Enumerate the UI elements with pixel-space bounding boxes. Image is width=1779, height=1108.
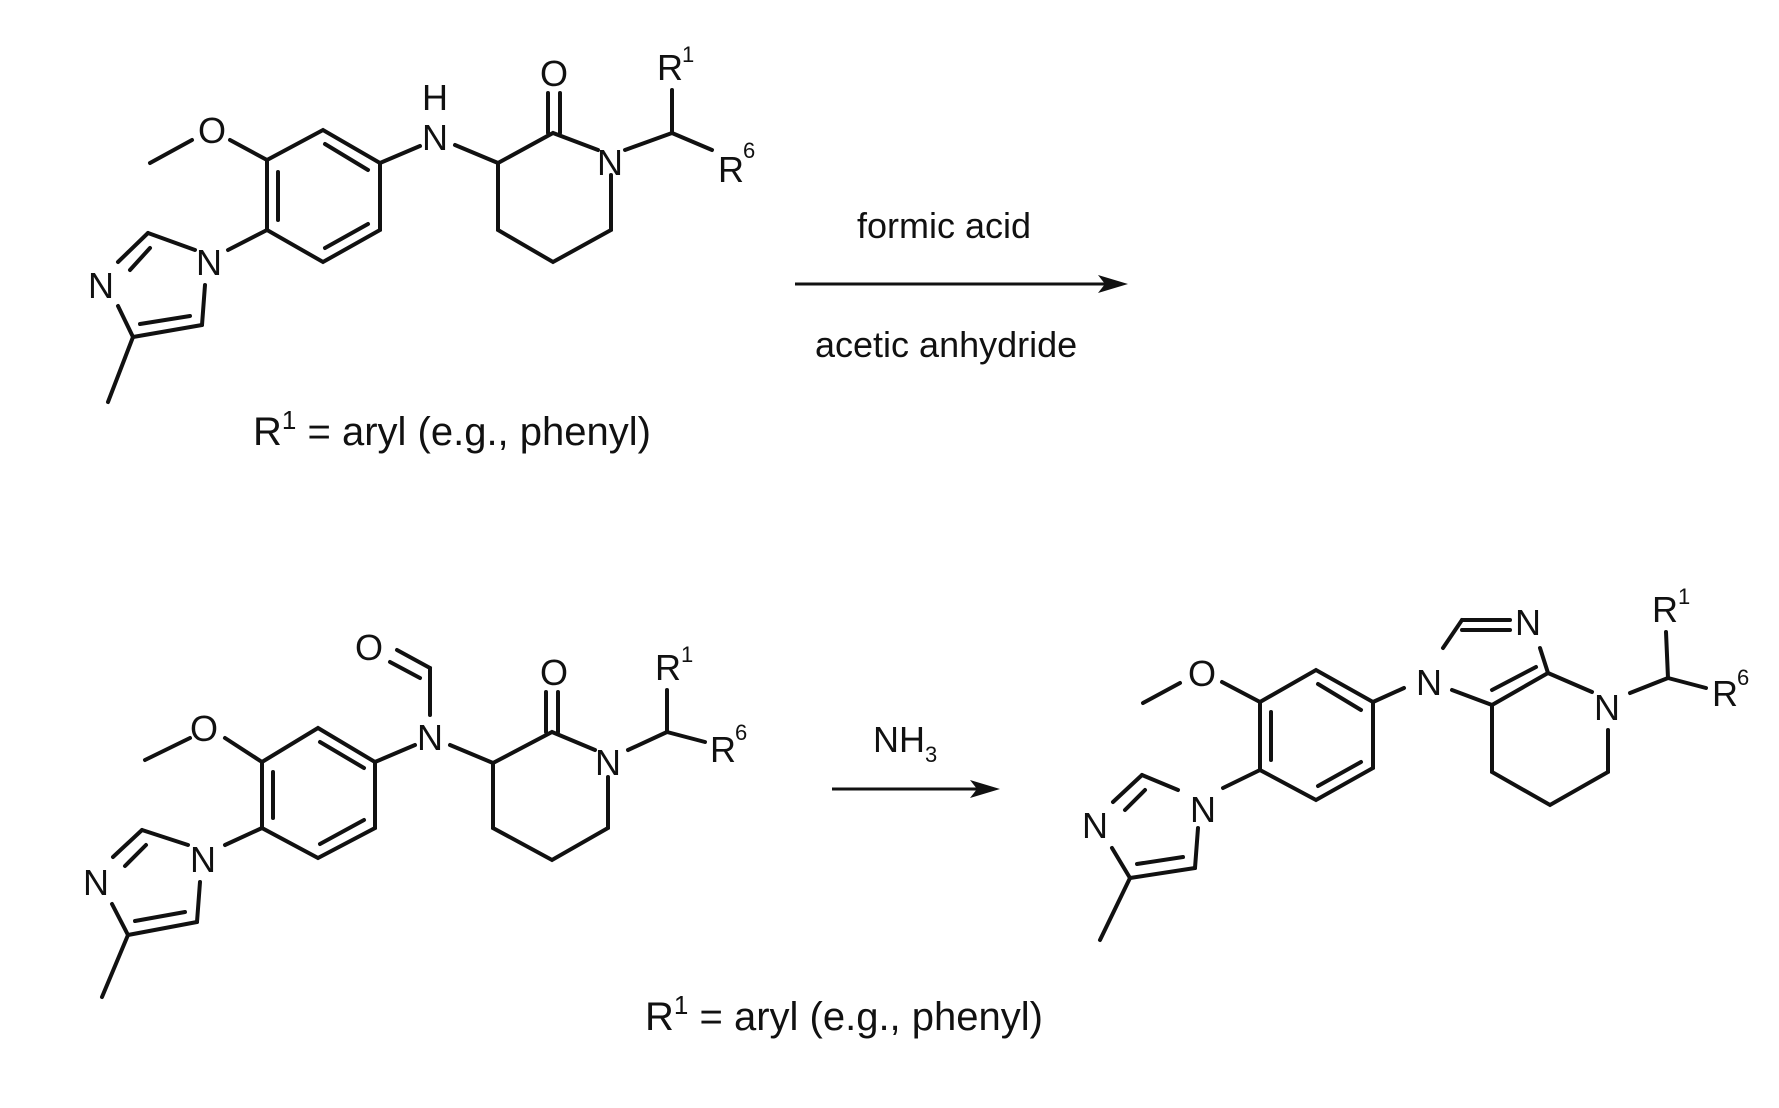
caption-step2: R1 = aryl (e.g., phenyl) xyxy=(645,990,1043,1039)
r1-label: R xyxy=(657,47,683,88)
product-imidazole-n1-label: N xyxy=(1190,789,1216,830)
reaction-arrow-1: formic acid acetic anhydride xyxy=(795,205,1128,365)
arrow-head-icon xyxy=(1098,275,1128,293)
reaction-arrow-2: NH3 xyxy=(832,719,1000,798)
product-fused-n1-label: N xyxy=(1416,662,1442,703)
product-r6-superscript: 6 xyxy=(1737,665,1749,690)
formyl-nitrogen-label: N xyxy=(417,717,443,758)
product-methoxy-oxygen-label: O xyxy=(1188,653,1216,694)
lactam-oxygen-label: O xyxy=(540,53,568,94)
intermediate-lactam-nitrogen-label: N xyxy=(595,742,621,783)
reagent-ammonia: NH3 xyxy=(873,719,937,767)
intermediate-imidazole-n3-label: N xyxy=(83,862,109,903)
caption-step1: R1 = aryl (e.g., phenyl) xyxy=(253,405,651,454)
intermediate-methoxy-oxygen-label: O xyxy=(190,708,218,749)
intermediate-r6-superscript: 6 xyxy=(735,720,747,745)
r6-superscript: 6 xyxy=(743,138,755,163)
r6-label: R xyxy=(718,149,744,190)
product-fused-n4-label: N xyxy=(1594,687,1620,728)
intermediate-r6-label: R xyxy=(710,729,736,770)
formyl-oxygen-label: O xyxy=(355,627,383,668)
arrow-head-icon xyxy=(970,780,1000,798)
reagent-acetic-anhydride: acetic anhydride xyxy=(815,324,1077,365)
intermediate-imidazole-n1-label: N xyxy=(190,839,216,880)
product-fused-n3-label: N xyxy=(1515,602,1541,643)
methoxy-oxygen-label: O xyxy=(198,110,226,151)
lactam-nitrogen-label: N xyxy=(597,142,623,183)
starting-material-structure: O N H O N R 1 R 6 N N xyxy=(88,42,755,404)
amine-hydrogen-label: H xyxy=(422,77,448,118)
product-r1-superscript: 1 xyxy=(1678,584,1690,609)
imidazole-n3-label: N xyxy=(88,265,114,306)
formyl-intermediate-structure: O N O O N R 1 R 6 N N xyxy=(83,627,747,999)
amine-nitrogen-label: N xyxy=(422,117,448,158)
product-imidazole-n3-label: N xyxy=(1082,805,1108,846)
imidazole-n1-label: N xyxy=(196,242,222,283)
intermediate-r1-superscript: 1 xyxy=(681,642,693,667)
intermediate-lactam-oxygen-label: O xyxy=(540,652,568,693)
reagent-formic-acid: formic acid xyxy=(857,205,1031,246)
product-r1-label: R xyxy=(1652,589,1678,630)
intermediate-r1-label: R xyxy=(655,647,681,688)
r1-superscript: 1 xyxy=(682,42,694,67)
product-r6-label: R xyxy=(1712,673,1738,714)
product-structure: O N N N R 1 R 6 N N xyxy=(1082,584,1749,942)
